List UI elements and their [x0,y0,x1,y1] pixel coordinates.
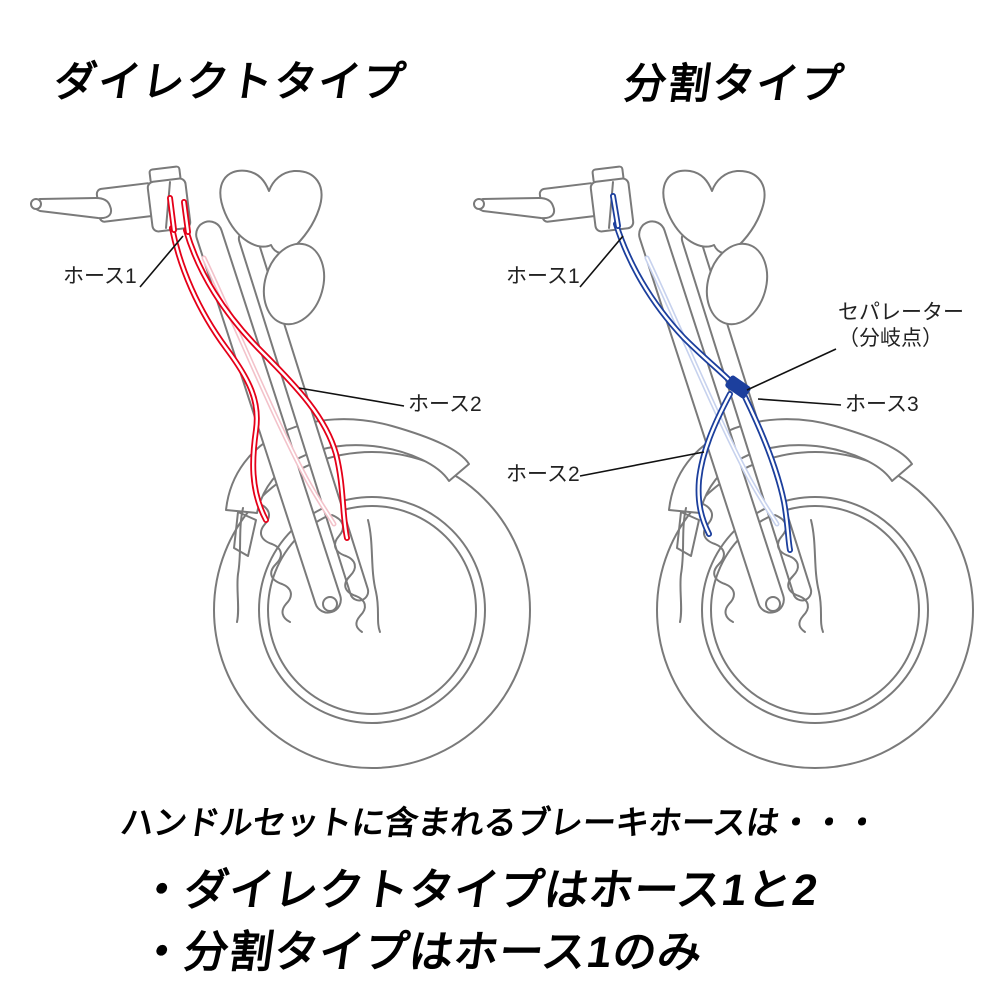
label-split-separator-line1: セパレーター [838,301,964,324]
leader-lines [139,235,842,477]
leader-left-hose2 [298,387,405,407]
leader-right-separator [746,348,837,391]
bike-direct-type [30,165,531,770]
leader-left-hose1 [139,235,184,288]
footer-bullet-split: ・分割タイプはホース1のみ [135,928,707,977]
title-direct-type: ダイレクトタイプ [51,58,410,105]
title-split-type: 分割タイプ [621,60,848,107]
label-split-hose1: ホース1 [506,265,580,288]
split-type-pale-hose [644,255,780,527]
label-split-hose3: ホース3 [845,393,919,416]
label-split-separator: セパレーター （分岐点） [838,300,964,352]
footer-intro-text: ハンドルセットに含まれるブレーキホースは・・・ [118,804,881,841]
leader-right-hose2 [579,451,705,477]
footer-bullet-direct: ・ダイレクトタイプはホース1と2 [135,866,822,915]
label-direct-hose1: ホース1 [63,265,137,288]
label-split-hose2: ホース2 [506,463,580,486]
label-direct-hose2: ホース2 [408,393,482,416]
label-split-separator-line2: （分岐点） [838,327,943,350]
leader-right-hose1 [579,235,624,288]
split-type-hoses [610,193,793,553]
separator-fitting [725,375,751,399]
direct-type-hoses [167,195,350,541]
leader-right-hose3 [757,398,842,406]
